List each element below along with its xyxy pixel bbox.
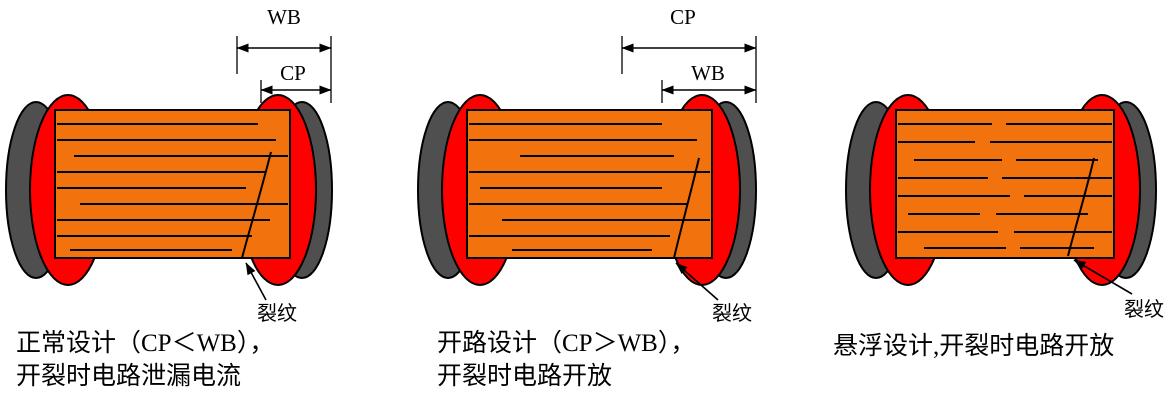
figure-caption: 悬浮设计,开裂时电路开放 — [833, 330, 1173, 363]
crack-annotation: 裂纹 — [245, 262, 297, 325]
crack-label: 裂纹 — [712, 302, 752, 325]
capacitor — [845, 94, 1157, 286]
figure-caption: 正常设计（CP＜WB）， 开裂时电路泄漏电流 — [16, 327, 362, 393]
caption-line: 正常设计（CP＜WB）， — [16, 330, 275, 357]
figure-caption: 开路设计（CP＞WB）， 开裂时电路开放 — [437, 327, 792, 393]
dim-label-bottom: CP — [280, 61, 306, 85]
ceramic-body — [54, 109, 291, 259]
crack-annotation: 裂纹 — [675, 262, 752, 325]
ceramic-body — [895, 109, 1115, 259]
figure-open-design: CP WB — [412, 0, 792, 393]
capacitor — [417, 94, 757, 286]
dimension-wb: WB — [236, 5, 332, 103]
capacitor-drawing-normal: WB CP — [5, 5, 333, 325]
dim-label-bottom: WB — [691, 61, 725, 85]
crack-arrow — [1073, 259, 1133, 295]
electrode-layers — [57, 123, 288, 251]
capacitor-drawing-floating: 裂纹 — [845, 94, 1164, 321]
crack-label: 裂纹 — [1124, 298, 1164, 321]
caption-line: 开裂时电路泄漏电流 — [16, 363, 242, 390]
electrode-layers — [898, 123, 1112, 249]
crack-annotation: 裂纹 — [1073, 259, 1164, 321]
dim-label-top: CP — [670, 5, 696, 29]
crack — [1067, 157, 1095, 257]
figure-floating-design: 裂纹 悬浮设计,开裂时电路开放 — [830, 0, 1173, 363]
capacitor — [5, 94, 333, 286]
dimension-cp: CP — [621, 5, 757, 103]
crack-label: 裂纹 — [257, 302, 297, 325]
capacitor-drawing-open: CP WB — [417, 5, 757, 325]
dim-label-top: WB — [267, 5, 301, 29]
dimension-wb: WB — [661, 61, 757, 103]
crack — [241, 151, 272, 259]
ceramic-body — [466, 109, 713, 259]
crack — [673, 157, 700, 259]
crack-arrow — [245, 262, 267, 301]
caption-line: 开路设计（CP＞WB）， — [437, 330, 696, 357]
figure-normal-design: WB CP — [0, 0, 362, 393]
crack-arrow — [675, 262, 719, 301]
electrode-layers — [469, 123, 710, 251]
caption-line: 开裂时电路开放 — [437, 363, 613, 390]
caption-line: 悬浮设计,开裂时电路开放 — [833, 333, 1115, 360]
dimension-cp: CP — [260, 61, 332, 103]
